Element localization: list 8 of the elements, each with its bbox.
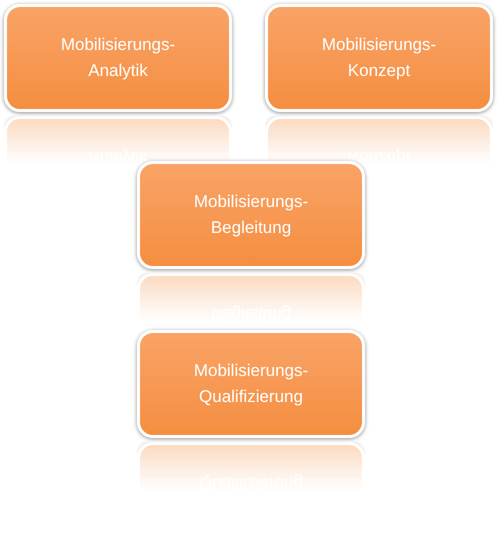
process-box	[137, 161, 365, 269]
box-label: Mobilisierungs- Begleitung	[192, 191, 310, 239]
box-label: Mobilisierungs- Analytik	[60, 34, 176, 82]
process-box	[137, 330, 365, 438]
process-box	[4, 4, 232, 112]
process-box	[265, 4, 493, 112]
box-label: Mobilisierungs- Konzept	[320, 34, 438, 82]
box-label: Mobilisierungs- Qualifizierung	[192, 360, 310, 408]
